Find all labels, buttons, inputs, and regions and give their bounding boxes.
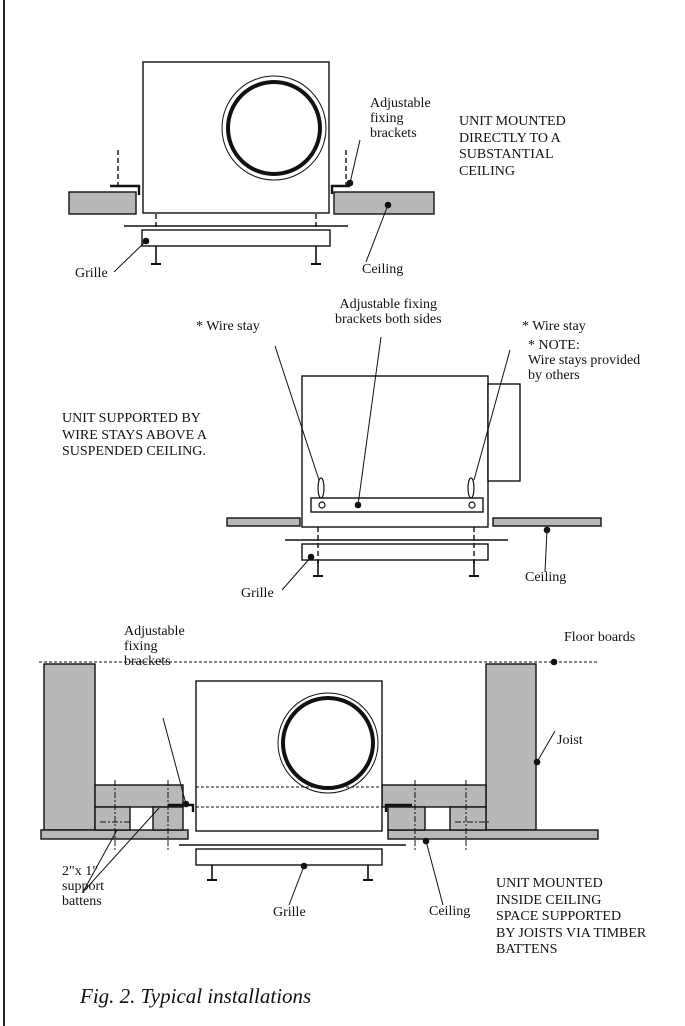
batten-left-upper [94, 784, 184, 808]
ceiling-label: Ceiling [362, 262, 404, 277]
grille-label: Grille [75, 266, 108, 281]
diagram3-drawing [39, 661, 599, 906]
batten-right-lower-b [449, 806, 487, 831]
ceiling-panel-right [492, 517, 602, 527]
leader-dots [142, 179, 558, 870]
grille-label: Grille [241, 586, 274, 601]
installation-description: UNIT MOUNTED INSIDE CEILING SPACE SUPPOR… [496, 876, 647, 957]
ceiling-label: Ceiling [429, 904, 471, 919]
diagram2-drawing [226, 336, 602, 591]
wire-stay-note: * NOTE: Wire stays provided by others [528, 338, 641, 383]
figure-caption: Fig. 2. Typical installations [80, 984, 312, 1008]
page-border [3, 0, 5, 1026]
grille-label: Grille [273, 905, 306, 920]
joist-label: Joist [557, 733, 583, 748]
joist-right [485, 663, 537, 831]
grille-rect [301, 543, 489, 561]
batten-right-upper [381, 784, 487, 808]
bracket-left [110, 184, 141, 195]
ceiling-panel-right [333, 191, 435, 215]
batten-right-lower-a [387, 806, 426, 831]
grille-rect [195, 848, 383, 866]
grille-rect [141, 229, 331, 247]
bracket-bar [310, 497, 484, 513]
brackets-label: Adjustable fixing brackets [370, 96, 431, 141]
batten-left-lower-a [94, 806, 131, 831]
bracket-right [330, 184, 350, 194]
ceiling-panel-left [226, 517, 301, 527]
wire-stay-label-right: * Wire stay [522, 319, 586, 334]
installation-description: UNIT SUPPORTED BY WIRE STAYS ABOVE A SUS… [62, 411, 207, 459]
side-box [487, 383, 521, 482]
diagram1-drawing [68, 61, 435, 273]
spigot-circle [226, 80, 322, 176]
ceiling-panel-left [68, 191, 137, 215]
floor-boards-label: Floor boards [564, 630, 636, 645]
battens-label: 2"x 1" support battens [62, 864, 104, 909]
installation-description: UNIT MOUNTED DIRECTLY TO A SUBSTANTIAL C… [459, 114, 566, 179]
spigot-outer-ring [277, 692, 379, 794]
joist-left [43, 663, 96, 831]
wire-stay-label-left: * Wire stay [196, 319, 260, 334]
unit-box [142, 61, 330, 214]
ceiling-label: Ceiling [525, 570, 567, 585]
spigot-circle [281, 696, 375, 790]
brackets-label: Adjustable fixing brackets both sides [335, 297, 442, 327]
ceiling-board-right [387, 829, 599, 840]
brackets-label: Adjustable fixing brackets [124, 624, 185, 669]
spigot-outer-ring [221, 75, 327, 181]
unit-box [195, 680, 383, 832]
